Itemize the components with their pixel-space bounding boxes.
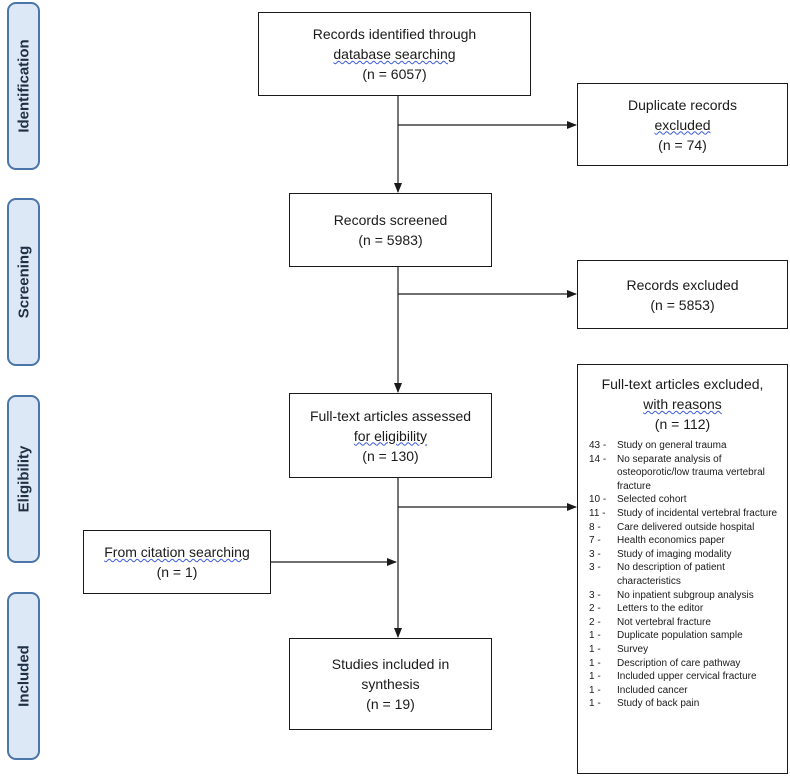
reason-text: Study on general trauma bbox=[617, 440, 727, 451]
reason-text: Included cancer bbox=[617, 684, 688, 696]
reason-text: Study of imaging modality bbox=[617, 548, 732, 560]
records-screened-box: Records screened (n = 5983) bbox=[289, 193, 492, 267]
exclusion-reason-item: 1 - Survey bbox=[589, 643, 783, 657]
records-identified-box: Records identified through database sear… bbox=[258, 12, 531, 96]
reason-text: Selected cohort bbox=[617, 494, 687, 506]
box-count: (n = 1) bbox=[156, 564, 198, 580]
stage-included: Included bbox=[7, 592, 40, 760]
reason-count: 43 - bbox=[589, 440, 607, 451]
reason-count: 1 - bbox=[589, 657, 601, 669]
exclusion-reason-item: 1 - Included cancer bbox=[589, 684, 783, 698]
fulltext-assessed-box: Full-text articles assessed for eligibil… bbox=[289, 393, 492, 478]
box-count: (n = 6057) bbox=[362, 66, 427, 82]
reason-text: No description of patient characteristic… bbox=[617, 562, 725, 587]
box-text: Full-text articles excluded, bbox=[601, 376, 764, 392]
duplicates-excluded-box: Duplicate records excluded (n = 74) bbox=[577, 83, 788, 166]
exclusion-reason-item: 11 - Study of incidental vertebral fractu… bbox=[589, 507, 783, 521]
exclusion-reason-item: 1 - Duplicate population sample bbox=[589, 629, 783, 643]
reason-count: 7 - bbox=[589, 535, 601, 547]
reason-text: Duplicate population sample bbox=[617, 630, 743, 642]
box-count: (n = 19) bbox=[366, 696, 415, 712]
exclusion-reason-item: 2 - Not vertebral fracture bbox=[589, 616, 783, 630]
exclusion-reason-item: 1 - Description of care pathway bbox=[589, 657, 783, 671]
reason-text: Care delivered outside hospital bbox=[617, 521, 755, 533]
reason-count: 8 - bbox=[589, 521, 601, 533]
reason-count: 2 - bbox=[589, 616, 601, 628]
reason-count: 14 - bbox=[589, 453, 607, 465]
box-text: From citation searching bbox=[104, 544, 250, 560]
reason-text: No separate analysis of osteoporotic/low… bbox=[617, 453, 765, 492]
reason-text: Survey bbox=[617, 643, 649, 655]
box-text: database searching bbox=[333, 46, 456, 62]
reason-count: 1 - bbox=[589, 698, 601, 710]
box-count: (n = 5983) bbox=[358, 232, 423, 248]
reason-text: Health economics paper bbox=[617, 535, 725, 547]
exclusion-reason-item: 8 - Care delivered outside hospital bbox=[589, 521, 783, 535]
box-text: Records excluded bbox=[626, 276, 739, 293]
box-text: Records identified through bbox=[312, 26, 477, 42]
box-text: Records screened bbox=[333, 212, 448, 228]
exclusion-reason-item: 43 - Study on general trauma bbox=[589, 439, 783, 453]
studies-included-box: Studies included in synthesis (n = 19) bbox=[289, 638, 492, 730]
box-text: with reasons bbox=[643, 396, 722, 412]
exclusion-reason-item: 3 - Study of imaging modality bbox=[589, 548, 783, 562]
box-text: Full-text articles assessed bbox=[309, 407, 472, 424]
reason-text: Letters to the editor bbox=[617, 603, 704, 615]
reason-text: Description of care pathway bbox=[617, 657, 741, 669]
records-excluded-box: Records excluded (n = 5853) bbox=[577, 260, 788, 329]
box-count: (n = 112) bbox=[654, 416, 711, 432]
reason-count: 1 - bbox=[589, 684, 601, 696]
stage-identification: Identification bbox=[7, 2, 40, 170]
exclusion-reason-item: 3 - No description of patient characteris… bbox=[589, 561, 783, 588]
exclusion-reason-item: 7 - Health economics paper bbox=[589, 534, 783, 548]
box-text: Duplicate records bbox=[628, 96, 737, 113]
citation-searching-box: From citation searching (n = 1) bbox=[83, 530, 271, 594]
exclusion-reason-item: 2 - Letters to the editor bbox=[589, 602, 783, 616]
reason-count: 11 - bbox=[589, 507, 606, 519]
reason-text: Not vertebral fracture bbox=[617, 616, 711, 628]
exclusion-reason-item: 14 - No separate analysis of osteoporotic… bbox=[589, 453, 783, 494]
reason-text: Study of back pain bbox=[617, 698, 700, 710]
fulltext-excluded-box: Full-text articles excluded, with reason… bbox=[577, 364, 788, 774]
reason-text: Included upper cervical fracture bbox=[617, 671, 757, 683]
reason-count: 2 - bbox=[589, 603, 601, 615]
box-text: excluded bbox=[654, 116, 711, 133]
box-count: (n = 74) bbox=[658, 136, 707, 153]
stage-screening: Screening bbox=[7, 198, 40, 366]
reason-count: 10 - bbox=[589, 494, 607, 506]
reason-count: 3 - bbox=[589, 548, 601, 560]
reason-text: No inpatient subgroup analysis bbox=[617, 589, 754, 601]
exclusion-reason-item: 1 - Included upper cervical fracture bbox=[589, 670, 783, 684]
reason-count: 1 - bbox=[589, 671, 601, 683]
reason-text: Study of incidental vertebral fracture bbox=[617, 507, 778, 519]
box-count: (n = 5853) bbox=[650, 296, 715, 313]
reason-count: 1 - bbox=[589, 643, 601, 655]
reason-count: 3 - bbox=[589, 589, 601, 601]
box-text: Studies included in bbox=[331, 656, 450, 672]
reason-count: 3 - bbox=[589, 562, 601, 574]
stage-eligibility: Eligibility bbox=[7, 395, 40, 563]
reason-count: 1 - bbox=[589, 630, 601, 642]
box-count: (n = 130) bbox=[362, 447, 419, 464]
box-text: for eligibility bbox=[353, 427, 428, 444]
exclusion-reason-item: 3 - No inpatient subgroup analysis bbox=[589, 589, 783, 603]
exclusion-reason-item: 1 - Study of back pain bbox=[589, 697, 783, 711]
box-text: synthesis bbox=[361, 676, 420, 692]
exclusion-reason-item: 10 - Selected cohort bbox=[589, 493, 783, 507]
exclusion-reasons-list: 43 - Study on general trauma 14 - No separa… bbox=[578, 439, 787, 711]
